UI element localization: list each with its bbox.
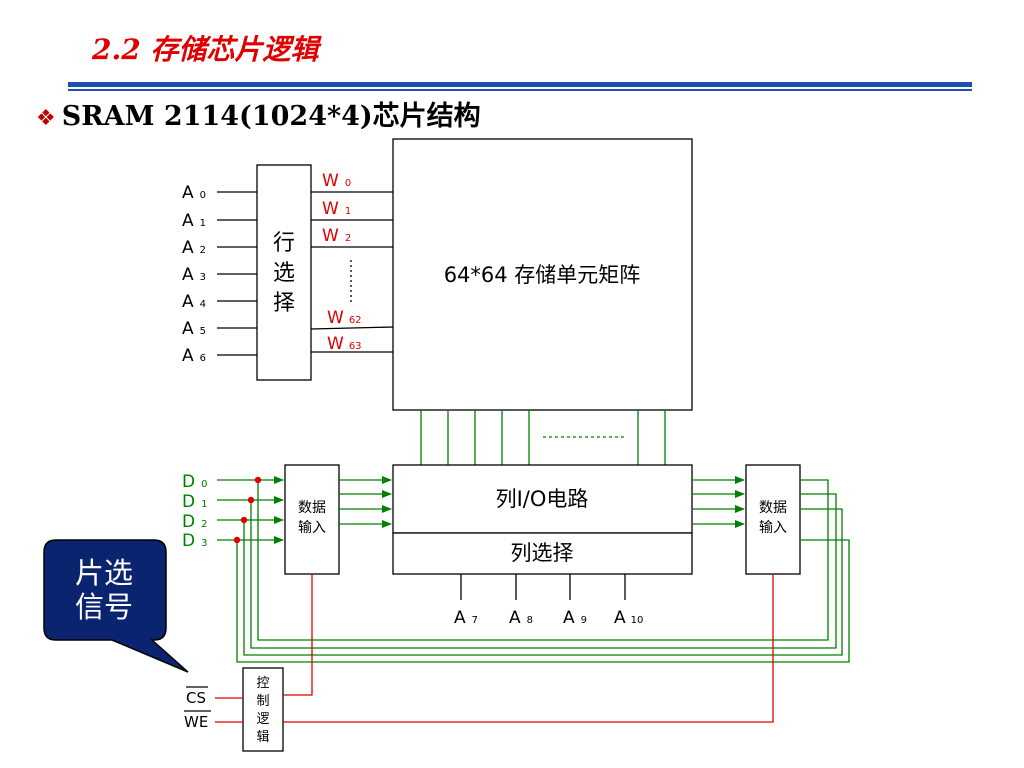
cs-label: CS [186,689,206,707]
row-select-label-1: 行 [273,231,295,256]
control-logic-label-2: 制 [256,694,269,709]
data-feedback-d1 [250,493,837,649]
data-input-right-label-2: 输入 [759,520,787,536]
chip-select-callout-text: 片选 信号 [48,556,160,624]
data-feedback-d0 [257,479,829,641]
slide-title: 2.2 存储芯片逻辑 [92,33,319,66]
data-input-left-label-1: 数据 [298,500,326,516]
data-input-left-label-2: 输入 [298,520,326,536]
control-logic-label-3: 逻 [256,712,269,727]
memory-array-label: 64*64 存储单元矩阵 [444,263,641,287]
column-io-label: 列I/O电路 [496,487,589,511]
memory-array-box [392,138,693,411]
data-feedback-d2 [243,508,843,656]
data-input-right-box [745,464,801,575]
data-feedback-d3 [236,539,850,663]
data-input-left-box [284,464,340,575]
we-label: WE [184,713,208,731]
diamond-bullet-icon: ❖ [36,106,56,131]
chip-select-callout-bubble [43,539,189,673]
we-control-line [283,574,774,723]
control-logic-label-4: 辑 [256,730,269,745]
junction-dot [233,536,241,544]
row-select-box [256,164,312,381]
junction-dot [247,496,255,504]
junction-dot [254,476,262,484]
slide-subtitle: ❖SRAM 2114(1024*4)芯片结构 [36,94,481,133]
column-select-box [392,532,693,575]
subtitle-text: SRAM 2114(1024*4)芯片结构 [61,101,481,132]
row-select-label-2: 选 [273,261,295,286]
data-input-right-label-1: 数据 [759,500,787,516]
title-divider [68,82,972,87]
column-select-label: 列选择 [511,541,574,565]
callout-line-1: 片选 [74,556,133,590]
row-select-label-3: 择 [273,291,295,316]
cs-control-line [283,574,313,696]
junction-dot [240,516,248,524]
title-divider-thin [68,89,972,91]
control-logic-label-1: 控 [256,676,269,691]
control-logic-box [242,667,284,752]
callout-line-2: 信号 [74,590,133,624]
word-line-w62 [310,326,394,330]
